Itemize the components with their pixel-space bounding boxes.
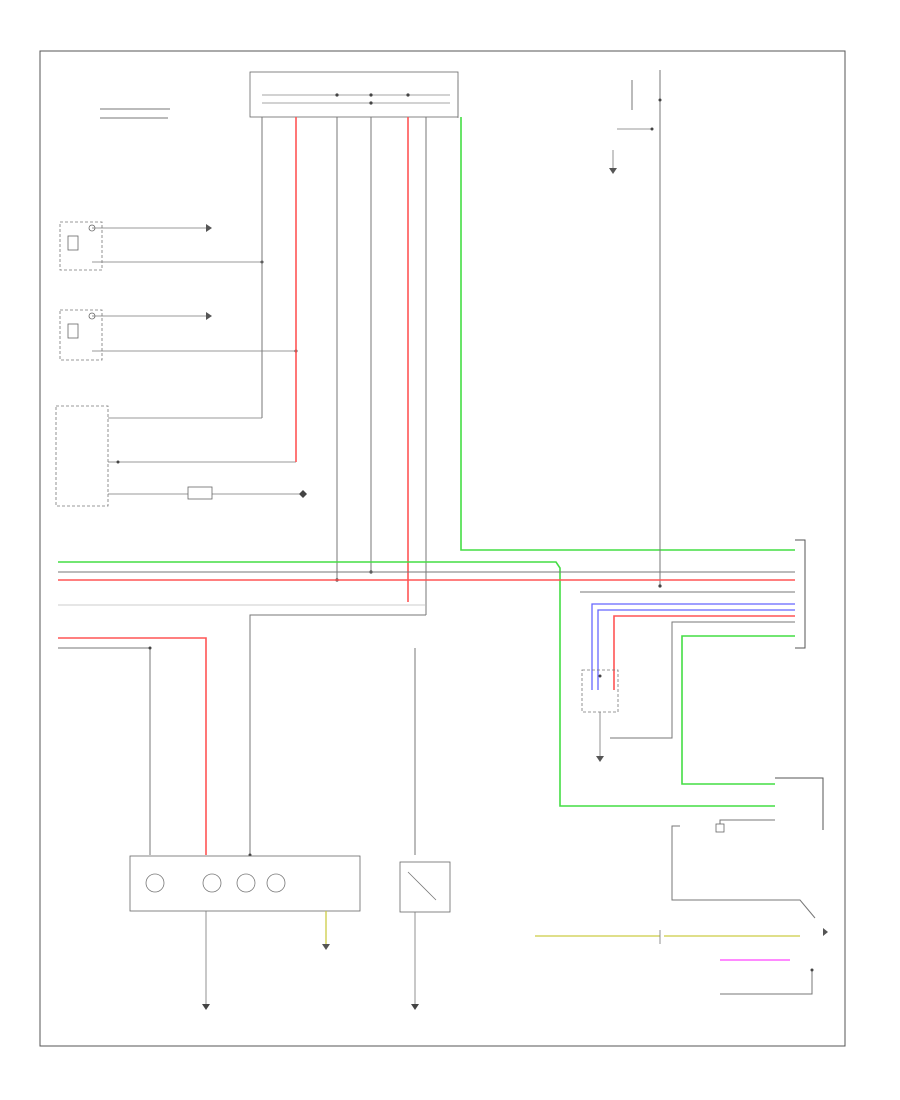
right-connector	[580, 539, 806, 785]
combination-switch-assembly	[249, 71, 459, 118]
bottom-right-switch	[535, 777, 828, 995]
lower-left-wires	[58, 637, 416, 855]
small-switch	[581, 669, 619, 762]
wires-vertical	[261, 117, 795, 615]
top-right-switch	[609, 70, 662, 174]
diagram-border	[39, 50, 846, 1047]
lamp-assembly-right	[399, 861, 451, 1010]
right-horn-block	[59, 221, 264, 271]
bus-wires	[58, 561, 795, 857]
lamp-assembly-left	[129, 855, 361, 1010]
legend	[100, 108, 170, 119]
turn-signal-switch-block	[55, 405, 307, 507]
